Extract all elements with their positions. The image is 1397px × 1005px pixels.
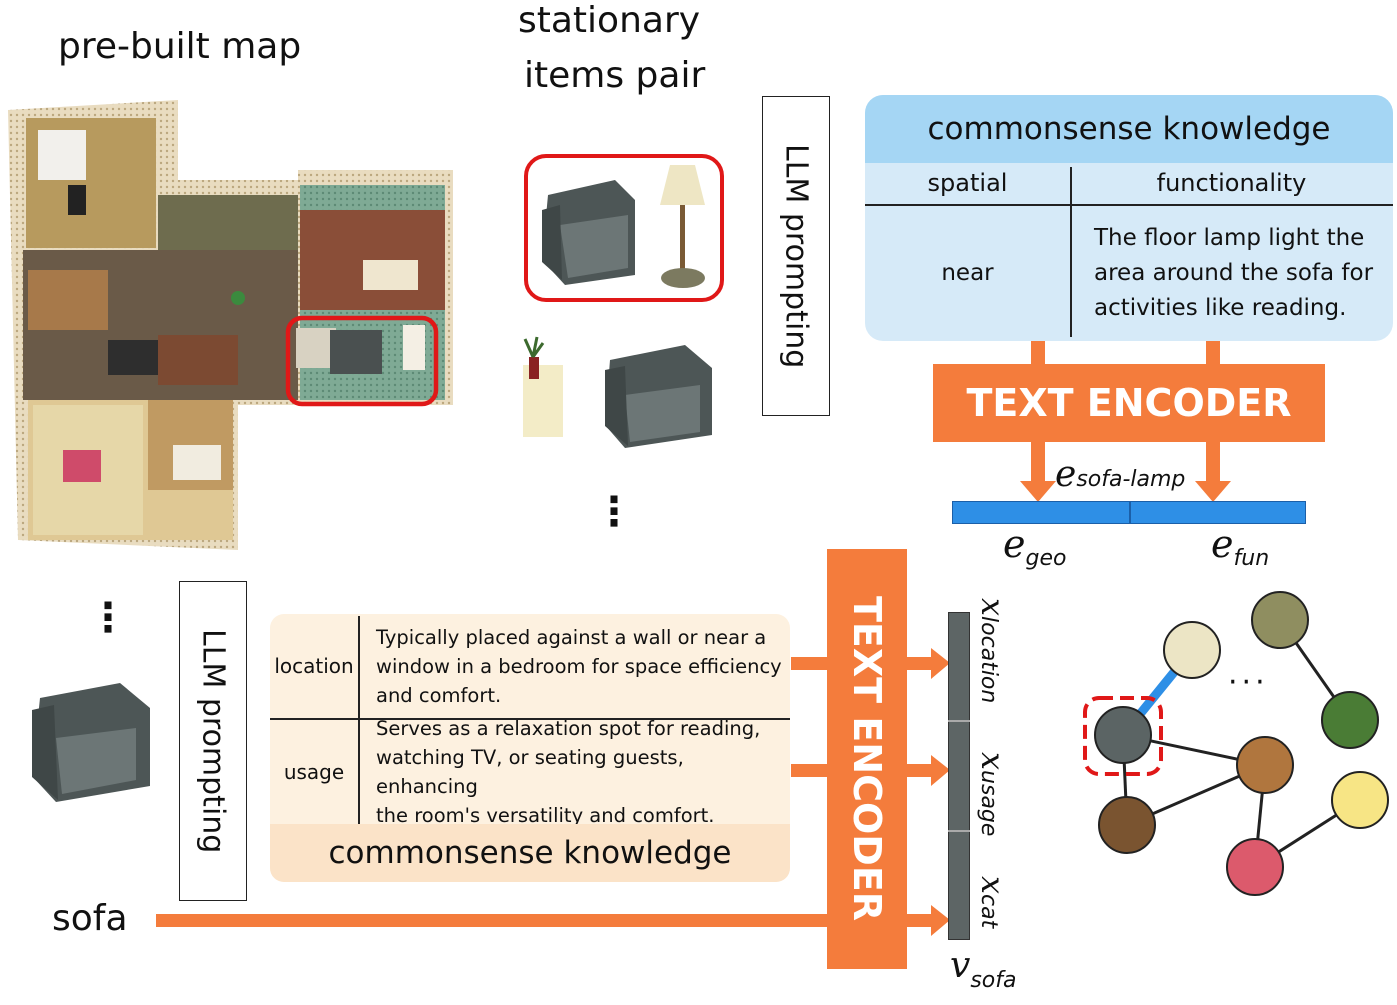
plant-shelf-image	[523, 336, 563, 437]
stationary-title-line1: stationary	[518, 0, 701, 41]
scene-graph	[1083, 591, 1389, 896]
v-sofa-label: vsofa	[950, 945, 1017, 993]
vertical-ellipsis-middle: ⋮	[594, 489, 634, 535]
location-line-1: Typically placed against a wall or near …	[376, 625, 767, 649]
location-line-3: and comfort.	[376, 683, 502, 707]
func-line-1: The floor lamp light the	[1094, 224, 1365, 251]
usage-label: usage	[283, 760, 345, 784]
location-line-2: window in a bedroom for space efficiency	[376, 654, 782, 678]
llm-prompting-bottom-label: LLM prompting	[195, 628, 231, 854]
text-encoder-bottom-label: TEXT ENCODER	[845, 596, 889, 922]
location-text: Typically placed against a wall or near …	[358, 614, 790, 718]
location-label: location	[274, 654, 354, 678]
text-encoder-top: TEXT ENCODER	[933, 364, 1325, 442]
bottom-commonsense-card: location Typically placed against a wall…	[270, 614, 790, 882]
armchair-icon	[542, 180, 635, 285]
x-cat-label: xcat	[974, 876, 1012, 929]
usage-row: usage Serves as a relaxation spot for re…	[270, 717, 790, 827]
text-encoder-bottom: TEXT ENCODER	[827, 549, 907, 969]
x-usage-label: xusage	[974, 752, 1012, 837]
floor-lamp-icon	[660, 165, 705, 288]
usage-text: Serves as a relaxation spot for reading,…	[358, 717, 790, 827]
top-card-vdivider	[1070, 167, 1072, 337]
llm-prompting-top-label: LLM prompting	[778, 143, 814, 369]
stationary-title-line2: items pair	[524, 55, 706, 96]
bottom-card-divider	[270, 718, 790, 720]
item-pair-box	[524, 154, 724, 302]
armchair-image	[605, 345, 712, 448]
feature-vector	[948, 612, 970, 940]
embedding-bar-divider	[1129, 501, 1131, 524]
bottom-card-vdivider	[358, 616, 360, 824]
prebuilt-map-image	[8, 100, 453, 550]
spatial-value: near	[941, 260, 994, 286]
sofa-image	[32, 683, 150, 802]
llm-prompting-bottom: LLM prompting	[179, 581, 247, 901]
e-sofa-lamp-label: esofa-lamp	[1055, 454, 1186, 495]
func-line-2: area around the sofa for	[1094, 259, 1374, 286]
x-location-label: xlocation	[974, 598, 1012, 704]
top-commonsense-header: commonsense knowledge	[865, 95, 1393, 163]
functionality-column-header: functionality	[1156, 169, 1307, 197]
spatial-column-header: spatial	[927, 169, 1008, 197]
top-card-divider	[865, 204, 1393, 206]
usage-line-1: Serves as a relaxation spot for reading,	[376, 717, 761, 740]
feature-divider-1	[948, 720, 970, 722]
feature-divider-2	[948, 830, 970, 832]
e-geo-label: egeo	[1003, 522, 1067, 571]
llm-prompting-top: LLM prompting	[762, 96, 830, 416]
graph-ellipsis: ···	[1228, 665, 1269, 700]
location-row: location Typically placed against a wall…	[270, 614, 790, 718]
usage-line-3: the room's versatility and comfort.	[376, 804, 715, 827]
functionality-value: The floor lamp light the area around the…	[1070, 205, 1393, 341]
bottom-commonsense-footer: commonsense knowledge	[270, 824, 790, 882]
e-fun-label: efun	[1211, 522, 1270, 571]
vertical-ellipsis-left: ⋮	[88, 595, 128, 641]
sofa-label: sofa	[52, 898, 128, 939]
usage-line-2: watching TV, or seating guests, enhancin…	[376, 746, 684, 798]
top-commonsense-card: commonsense knowledge spatial functional…	[865, 95, 1393, 341]
prebuilt-map-title: pre-built map	[58, 26, 302, 67]
func-line-3: activities like reading.	[1094, 294, 1347, 321]
